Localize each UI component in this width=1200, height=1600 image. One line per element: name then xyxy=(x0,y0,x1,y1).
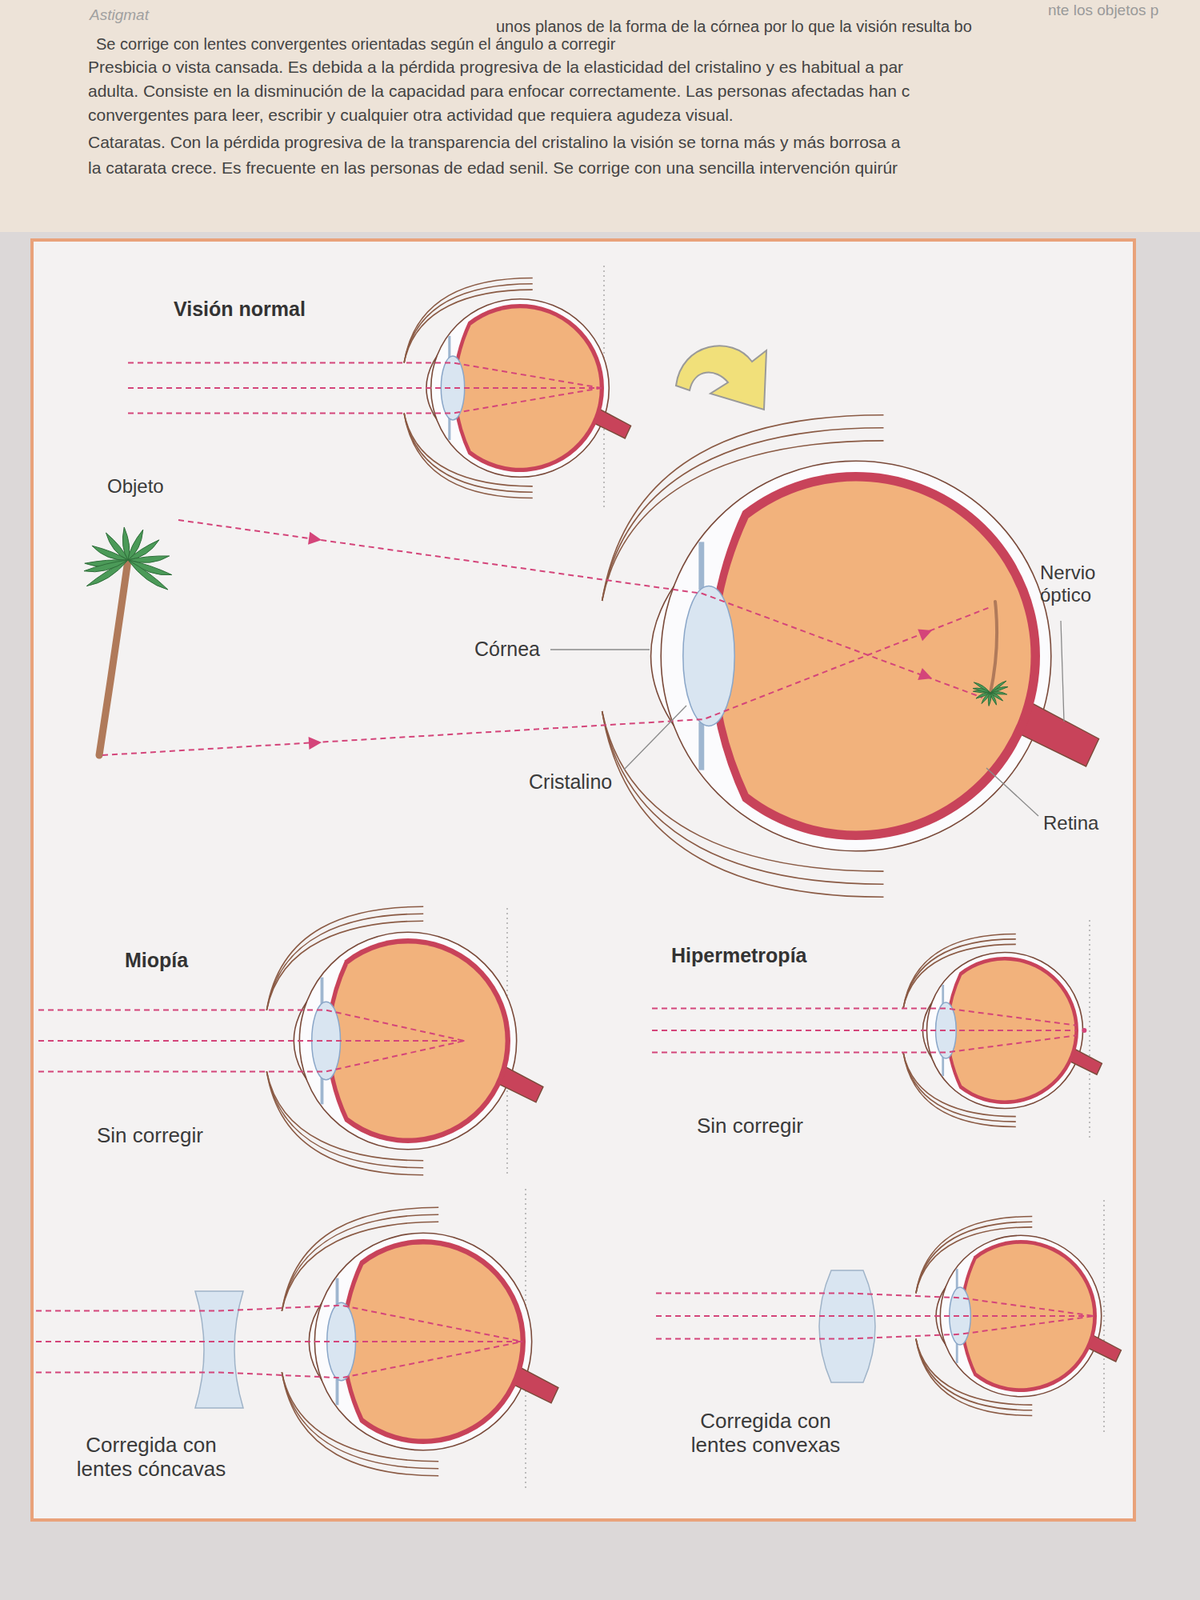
iris-line xyxy=(448,418,451,440)
page-text: la catarata crece. Es frecuente en las p… xyxy=(88,158,898,178)
light-ray xyxy=(38,1040,464,1072)
guide-line xyxy=(1088,920,1091,1141)
palm-trunk xyxy=(990,601,997,693)
leader-line xyxy=(624,705,687,770)
text-band xyxy=(0,0,1200,232)
choroid xyxy=(708,472,1040,840)
page-text: unos planos de la forma de la córnea por… xyxy=(496,17,972,36)
page-text: convergentes para leer, escribir y cualq… xyxy=(88,105,734,125)
sclera xyxy=(660,460,1052,852)
iris-line xyxy=(336,1378,340,1405)
light-ray xyxy=(652,1035,1076,1052)
palm-leaf xyxy=(84,560,128,572)
choroid xyxy=(960,1240,1097,1392)
panel xyxy=(32,240,1135,1520)
vitreous-body xyxy=(716,480,1032,831)
palm-tree xyxy=(84,527,172,756)
detail-eye xyxy=(602,415,1100,898)
palm-leaf xyxy=(122,527,129,560)
light-ray xyxy=(652,1008,1076,1025)
direction-arrow xyxy=(676,345,767,410)
page-text: Se corrige con lentes convergentes orien… xyxy=(96,35,616,54)
state-label: Corregida con lentes convexas xyxy=(677,1409,854,1458)
convex-lens xyxy=(819,1270,876,1383)
iris-line xyxy=(320,1077,324,1104)
light-ray xyxy=(128,363,602,389)
ray-arrowhead xyxy=(917,628,932,641)
leader-line xyxy=(550,648,650,650)
leader-line xyxy=(986,768,1039,816)
iris-line xyxy=(956,1343,959,1364)
page-text: Cataratas. Con la pérdida progresiva de … xyxy=(88,132,901,152)
light-ray xyxy=(656,1316,1095,1340)
part-label: Córnea xyxy=(474,637,540,661)
page-text: Presbicia o vista cansada. Es debida a l… xyxy=(88,57,904,77)
part-label: Nervio óptico xyxy=(1040,561,1136,606)
crystalline-lens xyxy=(440,356,464,420)
light-ray xyxy=(36,1305,523,1342)
ray-arrowhead xyxy=(308,532,322,545)
palm-tree xyxy=(972,601,1008,706)
light-ray xyxy=(128,388,602,414)
light-ray xyxy=(656,1315,1095,1317)
part-label: Retina xyxy=(1043,812,1099,835)
light-ray xyxy=(38,1040,464,1042)
focus-dot xyxy=(1081,1028,1087,1033)
crystalline-lens xyxy=(683,586,735,727)
page-text: Astigmat xyxy=(89,6,149,24)
iris-line xyxy=(336,1278,340,1305)
light-ray xyxy=(652,1029,1076,1032)
ray-arrowhead xyxy=(917,668,932,680)
iris-line xyxy=(448,336,451,358)
light-ray xyxy=(36,1340,523,1343)
light-ray xyxy=(656,1293,1095,1317)
iris-line xyxy=(956,1268,959,1289)
page-text: adulta. Consiste en la disminución de la… xyxy=(88,81,910,101)
iris-line xyxy=(941,984,944,1004)
palm-leaf xyxy=(972,688,991,693)
concave-lens xyxy=(195,1291,244,1408)
panel-title: Miopía xyxy=(124,948,188,972)
palm-leaf xyxy=(990,680,1007,693)
state-label: Corregida con lentes cóncavas xyxy=(63,1433,240,1482)
light-ray xyxy=(38,1010,464,1041)
crystalline-lens xyxy=(327,1302,356,1380)
page-text: nte los objetos p xyxy=(1048,1,1159,20)
light-ray xyxy=(178,520,983,698)
state-label: Sin corregir xyxy=(696,1114,804,1139)
guide-line xyxy=(1103,1200,1105,1432)
part-label: Objeto xyxy=(107,475,164,498)
palm-leaf xyxy=(128,560,168,590)
light-ray xyxy=(36,1341,523,1378)
leader-line xyxy=(1060,620,1064,722)
panel-title: Visión normal xyxy=(173,297,306,321)
light-ray xyxy=(128,387,602,389)
light-ray xyxy=(102,606,992,756)
panel-title: Hipermetropía xyxy=(671,944,807,968)
ray-arrowhead xyxy=(308,736,322,750)
iris-line xyxy=(698,722,704,771)
iris-line xyxy=(698,541,704,590)
iris-line xyxy=(941,1056,944,1076)
part-label: Cristalino xyxy=(528,770,612,794)
palm-trunk xyxy=(99,560,128,756)
iris-line xyxy=(320,977,324,1004)
state-label: Sin corregir xyxy=(96,1124,204,1148)
